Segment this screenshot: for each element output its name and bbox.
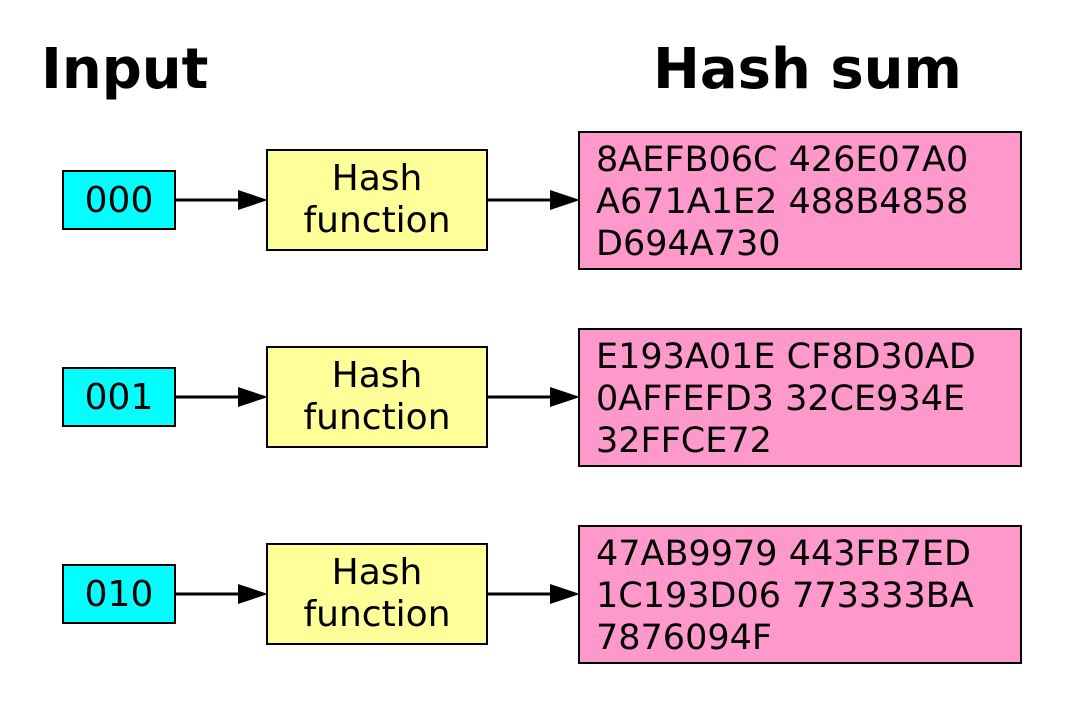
input-box: 000	[62, 170, 176, 230]
arrow-icon	[488, 189, 580, 211]
hash-line: E193A01E CF8D30AD	[596, 337, 976, 377]
arrow-icon	[176, 583, 268, 605]
function-label-line2: function	[303, 200, 451, 241]
input-box: 010	[62, 564, 176, 624]
function-label-line1: Hash	[331, 552, 423, 593]
input-box: 001	[62, 367, 176, 427]
hash-line: 32FFCE72	[596, 421, 772, 461]
hash-sum-box: 47AB9979 443FB7ED 1C193D06 773333BA 7876…	[578, 525, 1022, 664]
hash-line: 1C193D06 773333BA	[596, 576, 974, 616]
input-heading: Input	[41, 37, 209, 102]
hash-line: A671A1E2 488B4858	[596, 182, 969, 222]
arrow-icon	[176, 386, 268, 408]
function-label-line2: function	[303, 594, 451, 635]
hash-function-box: Hash function	[266, 346, 488, 448]
function-label-line2: function	[303, 397, 451, 438]
hash-sum-box: 8AEFB06C 426E07A0 A671A1E2 488B4858 D694…	[578, 131, 1022, 270]
hash-sum-box: E193A01E CF8D30AD 0AFFEFD3 32CE934E 32FF…	[578, 328, 1022, 467]
hash-row: 010 Hash function 47AB9979 443FB7ED 1C19…	[0, 523, 1076, 665]
hash-sum-heading: Hash sum	[653, 37, 962, 102]
hash-line: 47AB9979 443FB7ED	[596, 534, 971, 574]
hash-line: 7876094F	[596, 618, 773, 658]
function-label-line1: Hash	[331, 355, 423, 396]
arrow-icon	[488, 583, 580, 605]
hash-function-box: Hash function	[266, 543, 488, 645]
hash-line: D694A730	[596, 224, 781, 264]
hash-line: 0AFFEFD3 32CE934E	[596, 379, 966, 419]
hash-line: 8AEFB06C 426E07A0	[596, 140, 969, 180]
hash-row: 001 Hash function E193A01E CF8D30AD 0AFF…	[0, 326, 1076, 468]
hash-function-box: Hash function	[266, 149, 488, 251]
arrow-icon	[488, 386, 580, 408]
hash-row: 000 Hash function 8AEFB06C 426E07A0 A671…	[0, 129, 1076, 271]
arrow-icon	[176, 189, 268, 211]
function-label-line1: Hash	[331, 158, 423, 199]
